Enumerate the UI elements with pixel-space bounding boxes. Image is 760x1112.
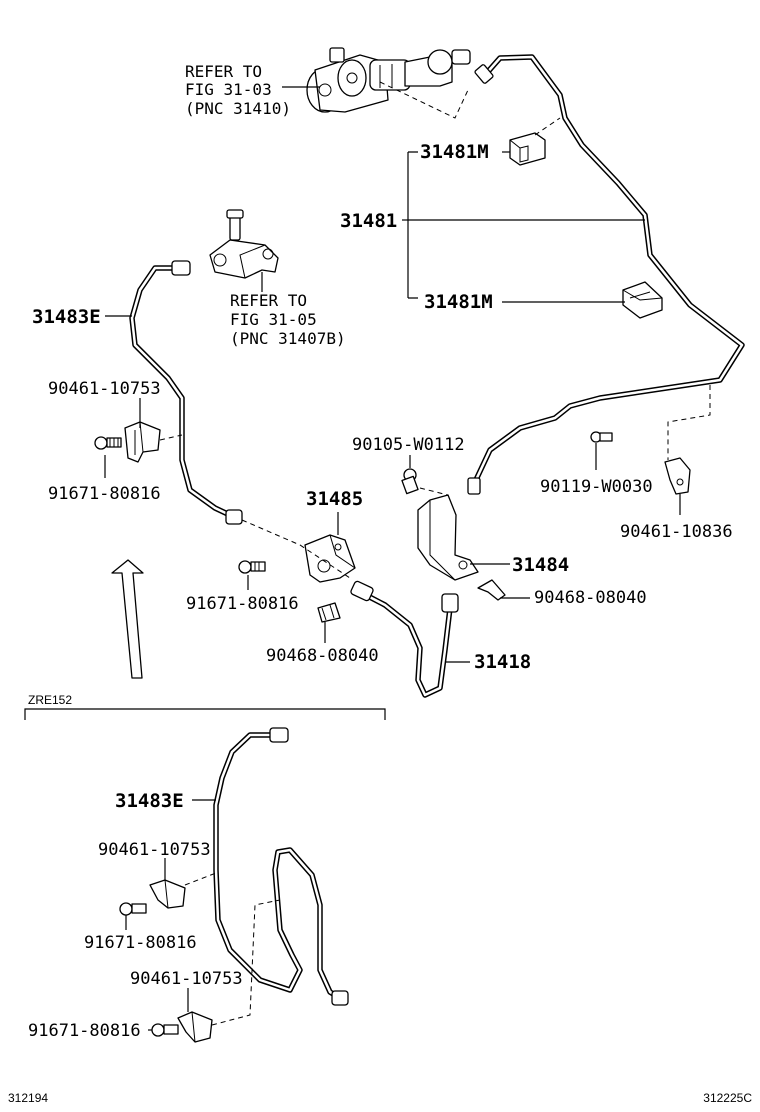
label-90119-W0030: 90119-W0030 [540, 477, 653, 497]
pipe-31483E-upper [129, 260, 243, 525]
label-90461-10836: 90461-10836 [620, 522, 733, 542]
master-cylinder-illustration [306, 47, 471, 113]
valve-ref-illustration [209, 209, 279, 279]
label-zre152: ZRE152 [28, 693, 72, 707]
leader-lines [104, 86, 681, 1031]
label-90105-W0112: 90105-W0112 [352, 435, 465, 455]
bolt-90105-W0112 [401, 468, 419, 495]
label-31418: 31418 [474, 651, 531, 673]
clip-31481M-bottom [622, 281, 663, 319]
label-90461-10753-lower-a: 90461-10753 [98, 840, 211, 860]
label-refer-to-top-1: REFER TO [185, 62, 262, 81]
label-31481: 31481 [340, 210, 397, 232]
bolt-91671-80816-lower-b [151, 1023, 179, 1037]
hose-31418 [350, 580, 459, 698]
label-31481M-bottom: 31481M [424, 291, 493, 313]
clip-90468-08040-right [477, 579, 506, 601]
bolt-90119-W0030 [590, 431, 613, 443]
label-90468-08040-left: 90468-08040 [266, 646, 379, 666]
bracket-31485 [304, 534, 356, 583]
bolt-91671-80816-mid [238, 560, 266, 574]
clip-90461-10836 [664, 457, 691, 495]
label-31485: 31485 [306, 488, 363, 510]
code-left: 312194 [8, 1091, 48, 1105]
label-31481M-top: 31481M [420, 141, 489, 163]
bracket-90461-10753-lower-b [177, 1011, 213, 1043]
label-refer-to-top-3: (PNC 31410) [185, 99, 291, 118]
label-31484: 31484 [512, 554, 569, 576]
direction-arrow [111, 559, 144, 679]
clip-90468-08040-left [317, 602, 341, 623]
label-91671-80816-mid: 91671-80816 [186, 594, 299, 614]
label-refer-to-top-2: FIG 31-03 [185, 80, 272, 99]
bolt-91671-80816-upper [94, 436, 122, 450]
bracket-90461-10753-lower-a [149, 879, 186, 909]
code-right: 312225C [703, 1091, 752, 1105]
label-31483E-upper: 31483E [32, 306, 101, 328]
label-91671-80816-lower-b: 91671-80816 [28, 1021, 141, 1041]
label-refer-to-mid-2: FIG 31-05 [230, 310, 317, 329]
label-90461-10753-lower-b: 90461-10753 [130, 969, 243, 989]
bolt-91671-80816-lower-a [119, 902, 147, 916]
clip-31481M-top [509, 132, 546, 166]
label-refer-to-mid-3: (PNC 31407B) [230, 329, 346, 348]
label-31483E-lower: 31483E [115, 790, 184, 812]
label-90461-10753-upper: 90461-10753 [48, 379, 161, 399]
pipe-31483E-lower [213, 727, 349, 1006]
bracket-31484 [417, 494, 479, 581]
zre152-box-line [24, 708, 386, 720]
label-90468-08040-right: 90468-08040 [534, 588, 647, 608]
bracket-90461-10753-upper [124, 421, 161, 463]
label-91671-80816-upper: 91671-80816 [48, 484, 161, 504]
label-91671-80816-lower-a: 91671-80816 [84, 933, 197, 953]
pipe-31481 [467, 54, 745, 495]
label-refer-to-mid-1: REFER TO [230, 291, 307, 310]
